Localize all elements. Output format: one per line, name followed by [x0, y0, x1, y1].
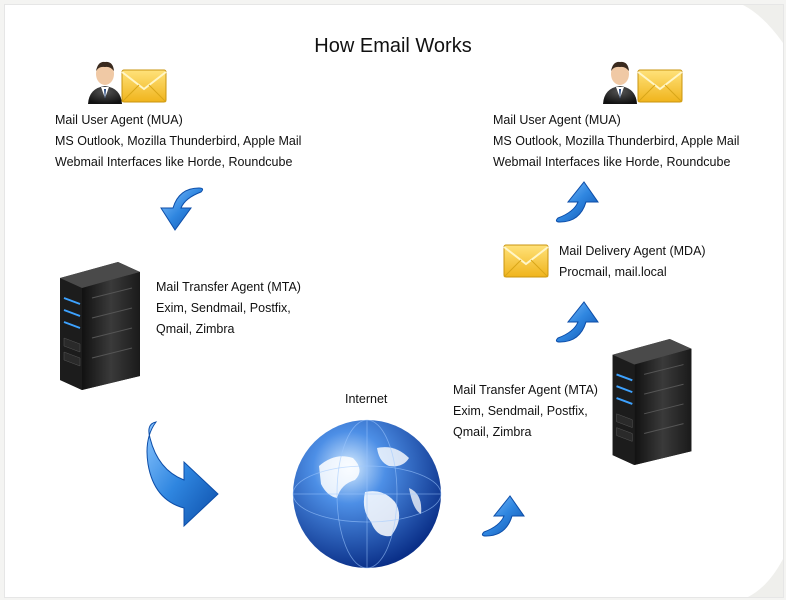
sender-mta-line2: Qmail, Zimbra — [156, 322, 235, 336]
recipient-mua-heading: Mail User Agent (MUA) — [493, 113, 621, 127]
globe-icon — [292, 419, 442, 569]
page-curl-top-right — [743, 5, 783, 43]
user-icon — [88, 61, 122, 104]
arrow-icon — [555, 301, 599, 343]
server-icon — [612, 338, 692, 466]
sender-mua-line1: MS Outlook, Mozilla Thunderbird, Apple M… — [55, 134, 302, 148]
envelope-icon — [121, 69, 167, 103]
server-icon — [60, 262, 140, 390]
arrow-icon — [555, 181, 599, 223]
sender-mta-text: Mail Transfer Agent (MTA) Exim, Sendmail… — [156, 277, 301, 340]
user-icon — [603, 61, 637, 104]
sender-mta-heading: Mail Transfer Agent (MTA) — [156, 280, 301, 294]
arrow-icon — [481, 495, 525, 537]
mda-text: Mail Delivery Agent (MDA) Procmail, mail… — [559, 241, 706, 283]
envelope-icon — [503, 244, 549, 278]
arrow-icon — [146, 421, 219, 528]
recipient-mua-line1: MS Outlook, Mozilla Thunderbird, Apple M… — [493, 134, 740, 148]
mda-heading: Mail Delivery Agent (MDA) — [559, 244, 706, 258]
sender-mua-heading: Mail User Agent (MUA) — [55, 113, 183, 127]
recipient-mua-line2: Webmail Interfaces like Horde, Roundcube — [493, 155, 731, 169]
mda-line1: Procmail, mail.local — [559, 265, 667, 279]
recipient-mua-text: Mail User Agent (MUA) MS Outlook, Mozill… — [493, 110, 739, 173]
arrow-icon — [160, 187, 204, 231]
sender-mua-text: Mail User Agent (MUA) MS Outlook, Mozill… — [55, 110, 301, 173]
sender-mta-line1: Exim, Sendmail, Postfix, — [156, 301, 291, 315]
diagram-title: How Email Works — [314, 35, 472, 57]
internet-label: Internet — [345, 392, 388, 406]
envelope-icon — [637, 69, 683, 103]
page-curl-bottom-right — [748, 559, 783, 597]
recipient-mta-text: Mail Transfer Agent (MTA) Exim, Sendmail… — [453, 380, 598, 443]
recipient-mta-line2: Qmail, Zimbra — [453, 425, 532, 439]
sender-mua-line2: Webmail Interfaces like Horde, Roundcube — [55, 155, 293, 169]
recipient-mta-heading: Mail Transfer Agent (MTA) — [453, 383, 598, 397]
recipient-mta-line1: Exim, Sendmail, Postfix, — [453, 404, 588, 418]
